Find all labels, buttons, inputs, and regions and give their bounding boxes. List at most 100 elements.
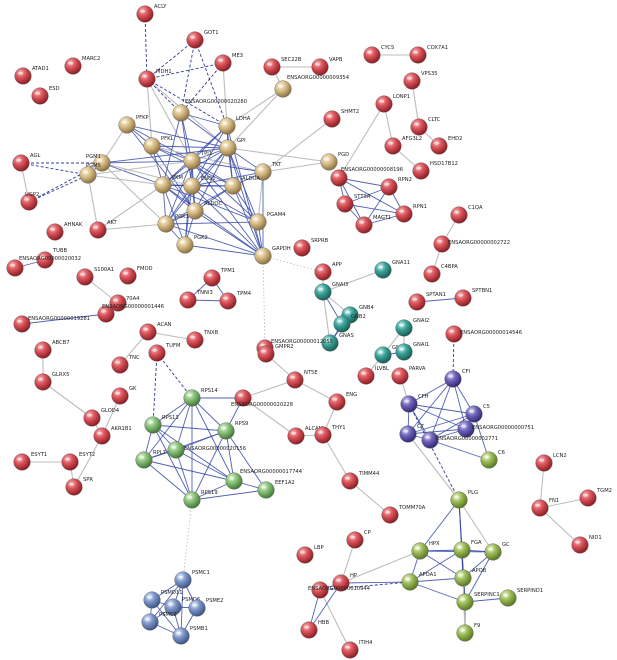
node-sphere[interactable] xyxy=(89,221,107,239)
node-atad1[interactable]: ATAD1 xyxy=(14,66,49,85)
node-gpi[interactable]: GPI xyxy=(219,138,246,157)
node-sphere[interactable] xyxy=(188,599,206,617)
node-sphere[interactable] xyxy=(218,117,236,135)
node-gnai3[interactable]: GNAI3 xyxy=(314,282,349,301)
node-sphere[interactable] xyxy=(176,236,194,254)
node-sphere[interactable] xyxy=(499,589,517,607)
node-sphere[interactable] xyxy=(571,536,589,554)
node-rpl7[interactable]: RPL7 xyxy=(135,450,166,469)
node-sphere[interactable] xyxy=(31,87,49,105)
node-sphere[interactable] xyxy=(219,292,237,310)
node-sphere[interactable] xyxy=(384,137,402,155)
node-sphere[interactable] xyxy=(79,166,97,184)
node-gnai2[interactable]: GNAI2 xyxy=(395,318,430,337)
node-sphere[interactable] xyxy=(97,305,115,323)
node-apob[interactable]: APOB xyxy=(454,568,487,587)
node-ugp2[interactable]: UGP2 xyxy=(20,192,40,211)
node-gapdh[interactable]: GAPDH xyxy=(254,246,291,265)
node-sphere[interactable] xyxy=(355,216,373,234)
node-sphere[interactable] xyxy=(421,431,439,449)
node-acan[interactable]: ACAN xyxy=(139,322,172,341)
node-gk[interactable]: GK xyxy=(111,386,137,405)
node-sphere[interactable] xyxy=(183,152,201,170)
node-sphere[interactable] xyxy=(186,202,204,220)
node-c7[interactable]: C7 xyxy=(399,424,424,443)
node-esd[interactable]: ESD xyxy=(31,86,60,105)
node-sphere[interactable] xyxy=(287,427,305,445)
node-sphere[interactable] xyxy=(172,627,190,645)
node-sphere[interactable] xyxy=(13,315,31,333)
node-nt5e[interactable]: NT5E xyxy=(286,370,318,389)
node-nid1[interactable]: NID1 xyxy=(571,535,602,554)
node-sphere[interactable] xyxy=(183,491,201,509)
node-sphere[interactable] xyxy=(330,169,348,187)
node-sphere[interactable] xyxy=(12,154,30,172)
node-sphere[interactable] xyxy=(20,193,38,211)
node-rpn2[interactable]: RPN2 xyxy=(380,177,412,196)
node-eef1a2[interactable]: EEF1A2 xyxy=(257,480,295,499)
node-tomm70a[interactable]: TOMM70A xyxy=(381,505,426,524)
node-sphere[interactable] xyxy=(183,177,201,195)
node-apoa1[interactable]: APOA1 xyxy=(401,572,437,591)
node-sphere[interactable] xyxy=(450,491,468,509)
node-sphere[interactable] xyxy=(374,346,392,364)
node-ehd2[interactable]: EHD2 xyxy=(430,136,463,155)
node-sphere[interactable] xyxy=(164,598,182,616)
node-sphere[interactable] xyxy=(399,425,417,443)
node-gnb2[interactable]: GNB2 xyxy=(333,314,366,333)
node-sphere[interactable] xyxy=(167,441,185,459)
node-sphere[interactable] xyxy=(375,95,393,113)
node-psmb1[interactable]: PSMB1 xyxy=(172,626,208,645)
node-ilvbl[interactable]: ILVBL xyxy=(357,366,389,385)
node-sphere[interactable] xyxy=(224,177,242,195)
node-sphere[interactable] xyxy=(465,405,483,423)
node-cltc[interactable]: CLTC xyxy=(410,117,441,136)
node-gna11[interactable]: GNA11 xyxy=(374,260,410,279)
node-psmc2[interactable]: PSMC2 xyxy=(141,612,177,631)
node-parva[interactable]: PARVA xyxy=(391,366,426,385)
node-glod4[interactable]: GLOD4 xyxy=(83,408,120,427)
node-sphere[interactable] xyxy=(249,213,267,231)
node-akr1b1[interactable]: AKR1B1 xyxy=(93,426,132,445)
node-plg[interactable]: PLG xyxy=(450,490,478,509)
node-pgm5[interactable]: PGM5 xyxy=(79,163,101,184)
node-hp[interactable]: HP xyxy=(332,573,357,592)
node-stt3a[interactable]: STT3A xyxy=(336,194,371,213)
node-sphere[interactable] xyxy=(274,80,292,98)
node-eno1[interactable]: ENO1 xyxy=(183,176,216,195)
node-c1qa[interactable]: C1QA xyxy=(450,205,483,224)
node-sphere[interactable] xyxy=(46,223,64,241)
node-sphere[interactable] xyxy=(154,176,172,194)
node-sphere[interactable] xyxy=(257,481,275,499)
node-sphere[interactable] xyxy=(531,499,549,517)
node-sphere[interactable] xyxy=(34,373,52,391)
node-ensaorg14546[interactable]: ENSAORG00000014546 xyxy=(445,325,522,343)
node-sphere[interactable] xyxy=(61,453,79,471)
node-cfh[interactable]: CFH xyxy=(400,394,429,413)
node-sphere[interactable] xyxy=(6,259,24,277)
node-magt1[interactable]: MAGT1 xyxy=(355,215,392,234)
node-spr[interactable]: SPR xyxy=(65,477,94,496)
node-gmpr2[interactable]: GMPR2 xyxy=(257,344,294,363)
node-vapb[interactable]: VAPB xyxy=(311,57,343,76)
node-sphere[interactable] xyxy=(157,215,175,233)
node-sphere[interactable] xyxy=(186,31,204,49)
node-sphere[interactable] xyxy=(445,325,463,343)
node-sphere[interactable] xyxy=(453,541,471,559)
node-cycs[interactable]: CYCS xyxy=(363,45,395,64)
node-sphere[interactable] xyxy=(93,154,111,172)
node-sphere[interactable] xyxy=(111,387,129,405)
node-aldoa[interactable]: ALDOA xyxy=(224,176,261,195)
node-sphere[interactable] xyxy=(76,268,94,286)
node-timm44[interactable]: TIMM44 xyxy=(341,471,380,490)
node-serpind1[interactable]: SERPIND1 xyxy=(499,588,543,607)
node-sphere[interactable] xyxy=(14,67,32,85)
node-ensaorg751[interactable]: ENSAORG00000000751 xyxy=(457,420,534,438)
node-sphere[interactable] xyxy=(444,370,462,388)
node-afg3l2[interactable]: AFG3L2 xyxy=(384,136,422,155)
node-gc[interactable]: GC xyxy=(484,542,510,561)
node-lcn2[interactable]: LCN2 xyxy=(535,453,567,472)
node-ensaorg20228[interactable]: ENSAORG00000020228 xyxy=(231,389,293,408)
node-srprb[interactable]: SRPRB xyxy=(293,238,329,257)
node-sphere[interactable] xyxy=(579,489,597,507)
